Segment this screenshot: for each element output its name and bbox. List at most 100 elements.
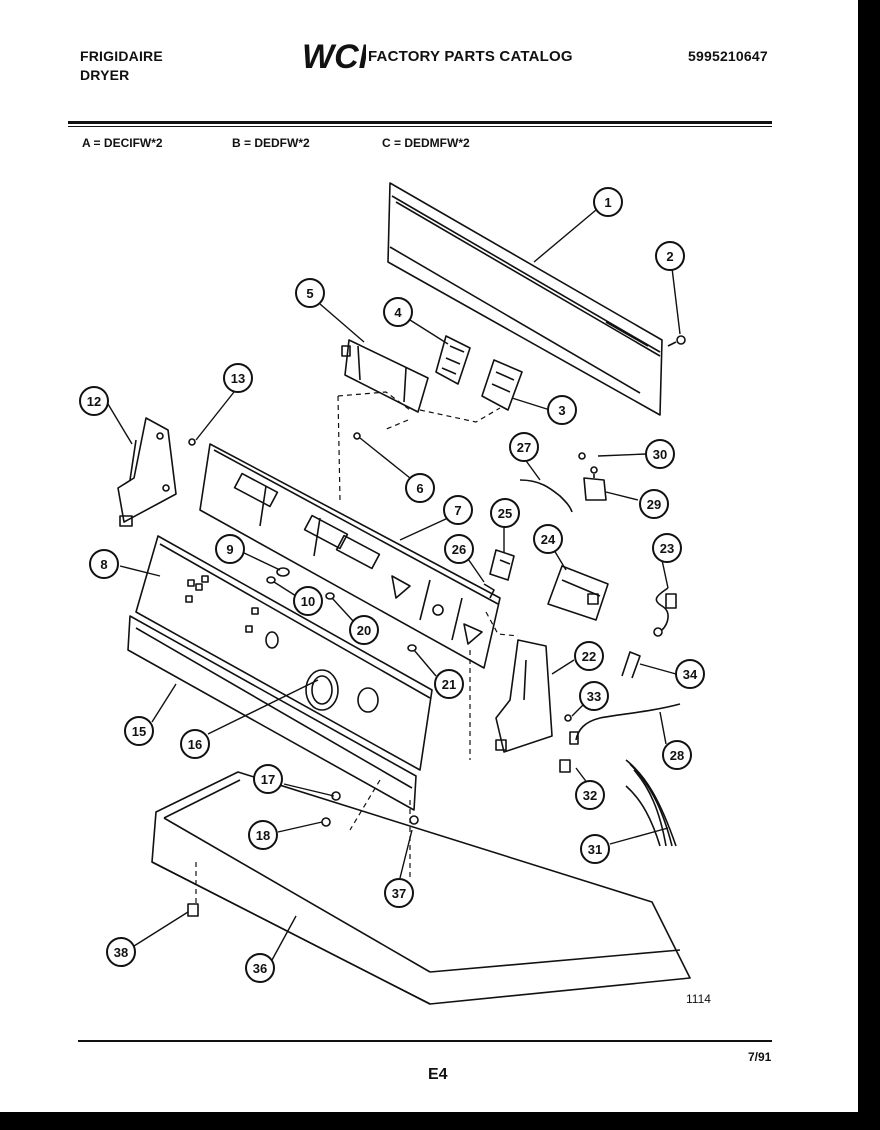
callout-leaders (107, 209, 681, 961)
callout-circle (405, 473, 435, 503)
dashed-leaders (195, 391, 519, 906)
callout-18: 18 (248, 820, 278, 850)
callout-circle (490, 498, 520, 528)
callout-circle (215, 534, 245, 564)
callout-circle (574, 641, 604, 671)
part-small-bracket (621, 651, 641, 679)
callout-7: 7 (443, 495, 473, 525)
catalog-sheet: FRIGIDAIRE DRYER WCI FACTORY PARTS CATAL… (0, 0, 858, 1112)
callout-circle (580, 834, 610, 864)
footer-rule (78, 1040, 772, 1042)
callout-27: 27 (509, 432, 539, 462)
part-right-end-cap (495, 639, 553, 753)
callout-circle (106, 937, 136, 967)
callout-26: 26 (444, 534, 474, 564)
callout-circle (533, 524, 563, 554)
part-trim-clip (409, 815, 419, 825)
part-timer (547, 565, 609, 621)
callout-circle (443, 495, 473, 525)
callout-15: 15 (124, 716, 154, 746)
part-terminal (559, 714, 579, 773)
callout-label: 3 (558, 403, 565, 418)
callout-label: 18 (256, 828, 270, 843)
callout-label: 30 (653, 447, 667, 462)
callout-16: 16 (180, 729, 210, 759)
part-signal-lamp (653, 587, 677, 637)
part-push-switch (435, 335, 471, 385)
callout-circle (384, 878, 414, 908)
callout-circle (295, 278, 325, 308)
part-control-panel (199, 443, 501, 669)
part-buzzer (578, 452, 607, 501)
part-small-hardware (266, 567, 417, 652)
part-top-cover (151, 771, 691, 1005)
callout-circle (444, 534, 474, 564)
callout-label: 20 (357, 623, 371, 638)
callout-circle (593, 187, 623, 217)
callout-label: 6 (416, 481, 423, 496)
callout-label: 31 (588, 842, 602, 857)
appliance-type: DRYER (80, 67, 130, 83)
part-drawings (117, 182, 691, 1005)
callout-circle (245, 953, 275, 983)
part-timer-bracket (341, 339, 429, 413)
header-rule-top (68, 121, 772, 124)
callout-circle (124, 716, 154, 746)
callout-circle (639, 489, 669, 519)
callout-circle (223, 363, 253, 393)
callout-22: 22 (574, 641, 604, 671)
part-console-front (135, 535, 433, 771)
callout-2: 2 (655, 241, 685, 271)
callout-label: 12 (87, 394, 101, 409)
callout-label: 26 (452, 542, 466, 557)
callout-label: 7 (454, 503, 461, 518)
part-screw (667, 335, 686, 347)
page-number: E4 (428, 1066, 448, 1083)
callout-circle (652, 533, 682, 563)
callout-8: 8 (89, 549, 119, 579)
catalog-title: FACTORY PARTS CATALOG (368, 48, 573, 65)
callout-label: 16 (188, 737, 202, 752)
callout-33: 33 (579, 681, 609, 711)
model-b: B = DEDFW*2 (232, 136, 310, 150)
callout-31: 31 (580, 834, 610, 864)
callout-5: 5 (295, 278, 325, 308)
header-rule-bottom (68, 126, 772, 127)
callout-circle (248, 820, 278, 850)
callout-label: 8 (100, 557, 107, 572)
callout-9: 9 (215, 534, 245, 564)
callout-13: 13 (223, 363, 253, 393)
logo-text: WCI (302, 38, 366, 76)
callout-circle (434, 669, 464, 699)
callout-label: 22 (582, 649, 596, 664)
callout-label: 9 (226, 542, 233, 557)
part-top-clip (187, 903, 199, 917)
part-wire-harness (575, 703, 681, 741)
part-bracket-screw (353, 432, 361, 440)
callout-24: 24 (533, 524, 563, 554)
callout-label: 23 (660, 541, 674, 556)
brand-name: FRIGIDAIRE (80, 48, 163, 64)
callout-label: 29 (647, 497, 661, 512)
callout-circle (547, 395, 577, 425)
callout-circle (79, 386, 109, 416)
callout-label: 28 (670, 748, 684, 763)
part-trim-screws (321, 791, 341, 827)
callout-23: 23 (652, 533, 682, 563)
callout-circle (349, 615, 379, 645)
callout-6: 6 (405, 473, 435, 503)
callout-circle (645, 439, 675, 469)
callout-label: 2 (666, 249, 673, 264)
part-selector-switch (481, 359, 523, 411)
part-power-cord (625, 759, 677, 847)
callout-label: 4 (394, 305, 402, 320)
callout-numbers: 1234567891012131516171820212223242526272… (79, 187, 705, 983)
callout-circle (180, 729, 210, 759)
callout-circle (509, 432, 539, 462)
callout-label: 1 (604, 195, 611, 210)
callout-label: 25 (498, 506, 512, 521)
part-trim-strip (127, 615, 417, 811)
callout-37: 37 (384, 878, 414, 908)
callout-20: 20 (349, 615, 379, 645)
callout-circle (575, 780, 605, 810)
